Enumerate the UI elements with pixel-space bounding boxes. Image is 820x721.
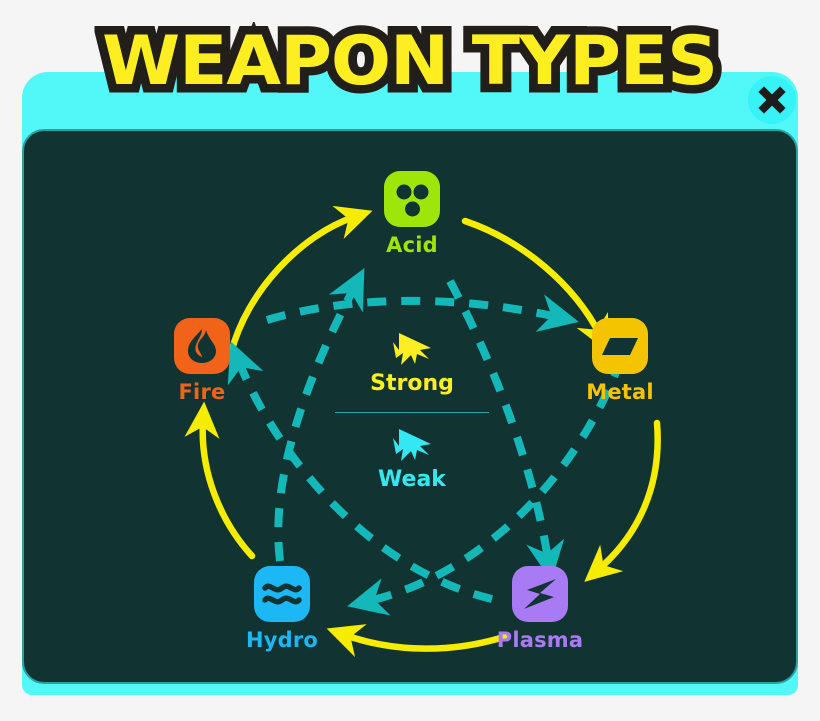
strong-arrow-acid-metal [461, 217, 609, 353]
metal-tile [592, 318, 648, 374]
legend-strong-label: Strong [370, 371, 454, 396]
legend-divider [335, 412, 489, 413]
legend-weak-arrow [302, 427, 522, 465]
strong-arrow-hydro-fire [184, 401, 256, 560]
legend-weak-label: Weak [378, 467, 446, 492]
fire-tile [174, 318, 230, 374]
close-x-icon [758, 86, 786, 114]
fire-label: Fire [178, 380, 226, 404]
element-node-hydro[interactable]: Hydro [227, 566, 337, 652]
element-node-plasma[interactable]: Plasma [485, 566, 595, 652]
arrowhead-strong-icon [393, 333, 431, 365]
plasma-label: Plasma [496, 628, 584, 652]
plasma-tile [512, 566, 568, 622]
element-node-fire[interactable]: Fire [147, 318, 257, 404]
weak-arrow-metal-hydro [347, 357, 625, 616]
legend: Strong Weak [302, 331, 522, 492]
fire-flame-icon [188, 329, 216, 363]
weak-arrow-plasma-fire [227, 341, 493, 603]
element-node-acid[interactable]: Acid [357, 171, 467, 257]
hydro-tile [254, 566, 310, 622]
legend-strong-arrow [302, 331, 522, 369]
strong-arrow-metal-plasma [584, 419, 661, 582]
strong-arrow-fire-acid [227, 205, 373, 357]
plasma-bolt-icon [524, 579, 556, 609]
diagram-board: Strong Weak Acid [22, 129, 798, 684]
metal-label: Metal [586, 380, 654, 404]
metal-plate-icon [602, 338, 638, 355]
relationship-arrows [184, 205, 661, 658]
arrowhead-weak-icon [393, 429, 431, 461]
weak-arrow-hydro-acid [274, 268, 365, 562]
strong-arrow-plasma-hydro [326, 624, 511, 658]
legend-strong-row: Strong [302, 331, 522, 396]
strong-arrow-group [184, 205, 661, 658]
close-button[interactable] [748, 76, 796, 124]
weak-arrow-group [227, 268, 625, 616]
acid-tile [384, 171, 440, 227]
hydro-label: Hydro [245, 628, 319, 652]
legend-weak-row: Weak [302, 427, 522, 492]
weak-arrow-acid-plasma [446, 279, 565, 582]
weak-arrow-fire-metal [265, 294, 579, 332]
hydro-waves-icon [262, 583, 302, 605]
element-node-metal[interactable]: Metal [565, 318, 675, 404]
acid-bubbles-icon [396, 184, 429, 217]
acid-label: Acid [386, 233, 438, 257]
